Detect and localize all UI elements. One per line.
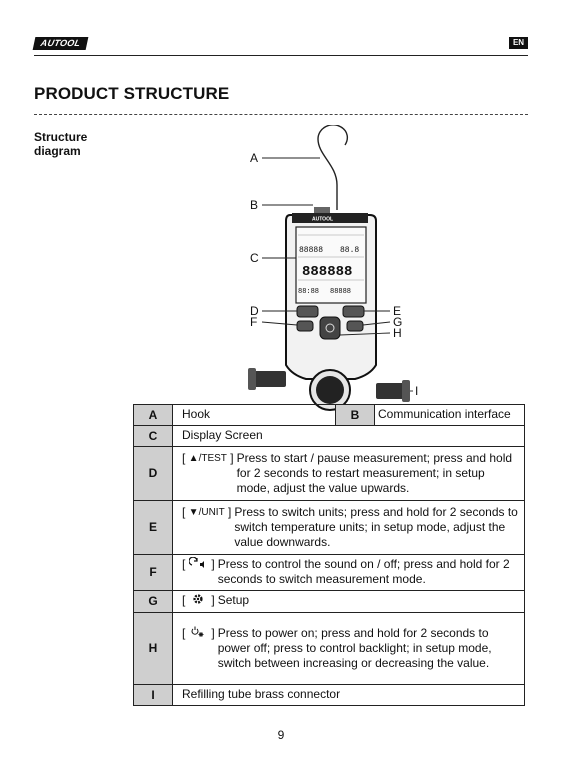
key-cell: G: [133, 590, 173, 613]
hook: [317, 125, 349, 210]
button-e: [342, 305, 365, 318]
label-b: B: [250, 198, 258, 212]
key-cell: F: [133, 554, 173, 591]
desc-cell: Press to power on; press and hold for 2 …: [217, 625, 492, 670]
right-connector: [376, 383, 404, 399]
key-cell: D: [133, 446, 173, 501]
label-i: I: [415, 384, 418, 398]
test-button-glyph: ▲/TEST: [188, 452, 227, 464]
left-connector: [254, 371, 286, 387]
communication-port: [314, 207, 330, 213]
button-g: [346, 320, 364, 332]
section-heading: Structure diagram: [34, 130, 88, 158]
desc-cell: Setup: [217, 593, 250, 607]
display-screen: [295, 226, 367, 304]
key-cell: B: [335, 404, 375, 426]
button-d: [296, 305, 319, 318]
structure-table: A Hook B Communication interface C Displ…: [133, 404, 525, 706]
label-g: G: [393, 315, 402, 329]
table-row: D [ ▲/TEST ] Press to start / pause meas…: [133, 446, 525, 501]
key-cell: A: [133, 404, 173, 426]
desc-cell: Press to control the sound on / off; pre…: [217, 557, 510, 586]
label-c: C: [250, 251, 259, 265]
label-a: A: [250, 151, 258, 165]
label-h: H: [393, 326, 402, 340]
screen-reading-2: 88.8: [340, 246, 359, 255]
desc-cell: Refilling tube brass connector: [172, 684, 525, 706]
header-rule: [34, 55, 528, 56]
section-divider: [34, 114, 528, 115]
desc-cell: Press to start / pause measurement; pres…: [236, 450, 513, 495]
unit-button-glyph: ▼/UNIT: [188, 506, 225, 518]
table-row: E [ ▼/UNIT ] Press to switch units; pres…: [133, 500, 525, 555]
structure-diagram: AUTOOL 88888 88.8 888888 88:88 88888 A: [248, 125, 418, 411]
brand-logo: AUTOOL: [32, 37, 89, 50]
table-row: G [ ] Setup: [133, 590, 525, 613]
table-row: F [ ] Press to control the sound on / of…: [133, 554, 525, 591]
table-row: A Hook B Communication interface: [133, 404, 525, 426]
table-row: C Display Screen: [133, 425, 525, 447]
key-cell: E: [133, 500, 173, 555]
key-cell: C: [133, 425, 173, 447]
desc-cell: Communication interface: [374, 404, 525, 426]
desc-cell: Display Screen: [172, 425, 525, 447]
screen-reading-4: 88888: [330, 288, 351, 296]
label-d: D: [250, 304, 259, 318]
desc-cell: Press to switch units; press and hold fo…: [234, 504, 518, 549]
label-e: E: [393, 304, 401, 318]
screen-reading-time: 88:88: [298, 288, 319, 296]
key-cell: H: [133, 612, 173, 685]
table-row: I Refilling tube brass connector: [133, 684, 525, 706]
sound-mode-icon: [185, 556, 211, 573]
power-backlight-icon: [185, 626, 211, 642]
language-badge: EN: [509, 37, 528, 49]
label-f: F: [250, 315, 257, 329]
page-title: PRODUCT STRUCTURE: [34, 84, 230, 103]
table-row: H [ ] Press to power on; press and hold …: [133, 612, 525, 685]
gear-icon: [185, 593, 211, 609]
page-number: 9: [277, 728, 285, 742]
button-f: [296, 320, 314, 332]
screen-reading-1: 88888: [299, 246, 323, 255]
key-cell: I: [133, 684, 173, 706]
device-brand: AUTOOL: [312, 217, 333, 223]
button-h: [319, 316, 341, 340]
screen-reading-main: 888888: [302, 264, 352, 280]
desc-cell: Hook: [172, 404, 336, 426]
